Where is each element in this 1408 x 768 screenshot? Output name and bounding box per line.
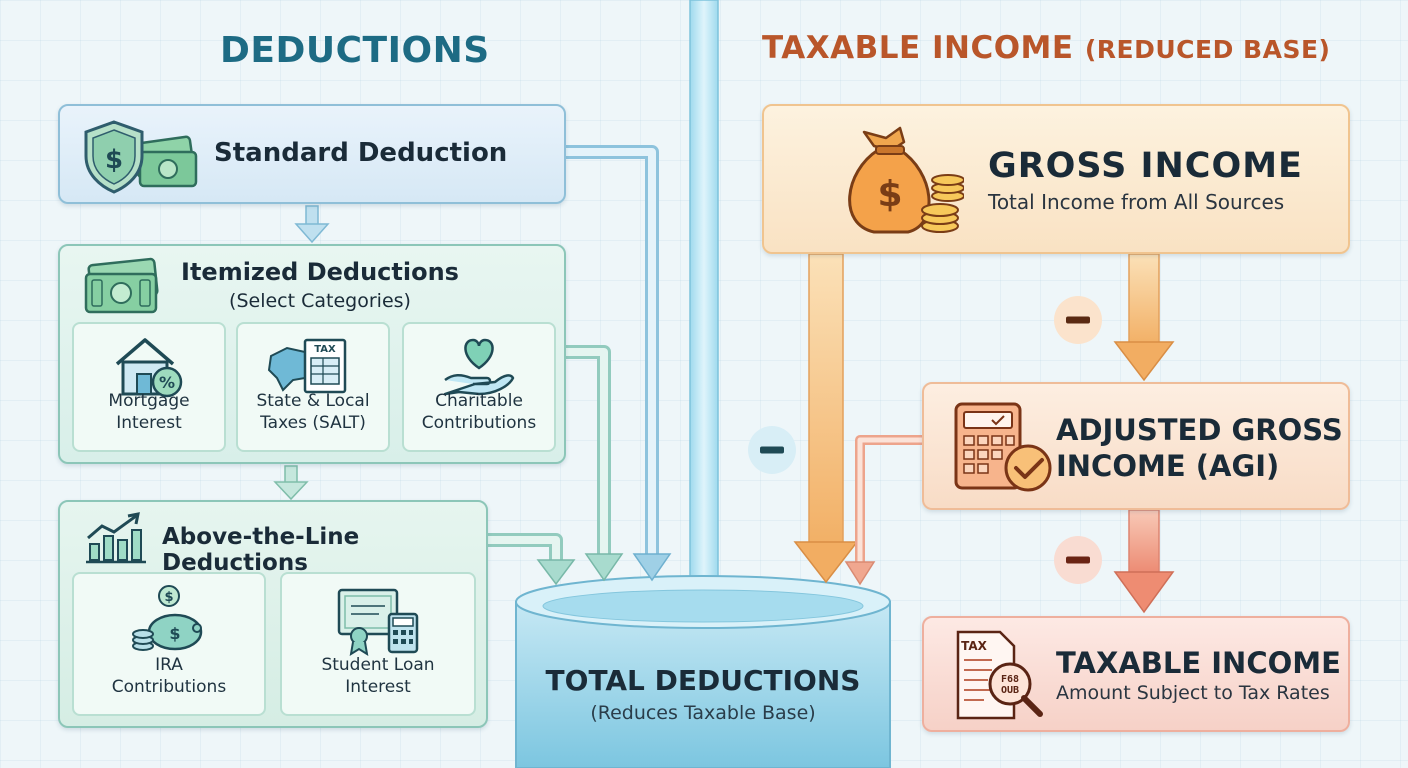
above-the-line-deductions-box[interactable]: Above-the-Line Deductions $ $ IRA Contri… (58, 500, 488, 728)
itemized-card-mortgage[interactable]: % Mortgage Interest (72, 322, 226, 452)
itemized-card-charitable-label: Charitable Contributions (421, 391, 537, 433)
svg-text:$: $ (105, 145, 123, 175)
shield-dollar-icon: $ (84, 120, 198, 194)
house-percent-icon: % (115, 338, 183, 398)
piggy-bank-icon: $ $ (132, 585, 203, 651)
minus-icon-agi-to-taxable (1054, 536, 1102, 584)
total-deductions-subtitle: (Reduces Taxable Base) (590, 702, 816, 724)
cash-icon (84, 257, 159, 314)
itemized-card-salt-label: State & Local Taxes (SALT) (256, 391, 370, 433)
magnifier-text-2: OUB (1001, 685, 1019, 696)
state-tax-form-icon: TAX (267, 338, 347, 394)
deductions-section-title: DEDUCTIONS (220, 30, 490, 71)
svg-text:$: $ (164, 590, 173, 605)
svg-text:%: % (159, 373, 175, 392)
salt-icon-tax-text: TAX (314, 344, 336, 355)
gross-to-agi-arrow (1113, 253, 1175, 382)
taxable-income-box[interactable]: TAX F68 OUB TAXABLE INCOME Amount Subjec… (922, 616, 1350, 732)
agi-title-line2: INCOME (AGI) (1056, 449, 1280, 483)
standard-deduction-box[interactable]: $ Standard Deduction (58, 104, 566, 204)
taxable-income-title-main: TAXABLE INCOME (762, 30, 1085, 66)
heart-hand-icon (443, 338, 515, 396)
taxable-income-section-title: TAXABLE INCOME (REDUCED BASE) (762, 30, 1330, 66)
itemized-flow-line (566, 345, 611, 560)
above-the-line-title: Above-the-Line Deductions (162, 524, 360, 576)
agi-to-tank-line (855, 435, 922, 570)
agi-to-taxable-arrow (1113, 509, 1175, 614)
gross-to-tank-arrow (793, 253, 859, 584)
total-deductions-tank (515, 575, 891, 768)
calculator-check-icon (954, 402, 1052, 492)
taxable-icon-tax-text: TAX (961, 639, 988, 653)
minus-icon-deductions (748, 426, 796, 474)
tax-form-magnifier-icon: TAX F68 OUB (956, 630, 1043, 720)
svg-text:$: $ (169, 624, 180, 643)
magnifier-text-1: F68 (1001, 674, 1019, 685)
itemized-card-charitable[interactable]: Charitable Contributions (402, 322, 556, 452)
above-card-ira-label: IRA Contributions (111, 655, 227, 697)
itemized-card-mortgage-label: Mortgage Interest (108, 391, 190, 433)
itemized-card-salt[interactable]: TAX State & Local Taxes (SALT) (236, 322, 390, 452)
agi-title-line1: ADJUSTED GROSS (1056, 413, 1343, 447)
gross-income-box[interactable]: $ GROSS INCOME Total Income from All Sou… (762, 104, 1350, 254)
growth-chart-icon (86, 512, 146, 564)
agi-box[interactable]: ADJUSTED GROSS INCOME (AGI) (922, 382, 1350, 510)
water-stream (689, 0, 719, 611)
down-arrow-itemized-to-above (273, 465, 309, 501)
svg-text:$: $ (877, 174, 902, 215)
itemized-deductions-box[interactable]: Itemized Deductions (Select Categories) … (58, 244, 566, 464)
diploma-calculator-icon (337, 588, 419, 656)
gross-income-title: GROSS INCOME (988, 146, 1303, 186)
standard-deduction-label: Standard Deduction (214, 138, 508, 168)
money-bag-icon: $ (848, 126, 964, 234)
gross-income-subtitle: Total Income from All Sources (988, 190, 1285, 214)
above-card-ira[interactable]: $ $ IRA Contributions (72, 572, 266, 716)
total-deductions-title: TOTAL DEDUCTIONS (545, 664, 861, 697)
itemized-deductions-title: Itemized Deductions (181, 258, 459, 286)
above-card-student-loan-label: Student Loan Interest (321, 655, 435, 697)
above-card-student-loan[interactable]: Student Loan Interest (280, 572, 476, 716)
taxable-income-title-paren: (REDUCED BASE) (1084, 35, 1331, 64)
itemized-deductions-subtitle: (Select Categories) (229, 290, 411, 312)
taxable-income-subtitle: Amount Subject to Tax Rates (1056, 682, 1330, 704)
taxable-income-title: TAXABLE INCOME (1056, 646, 1341, 680)
minus-icon-gross-to-agi (1054, 296, 1102, 344)
down-arrow-standard-to-itemized (294, 205, 330, 244)
